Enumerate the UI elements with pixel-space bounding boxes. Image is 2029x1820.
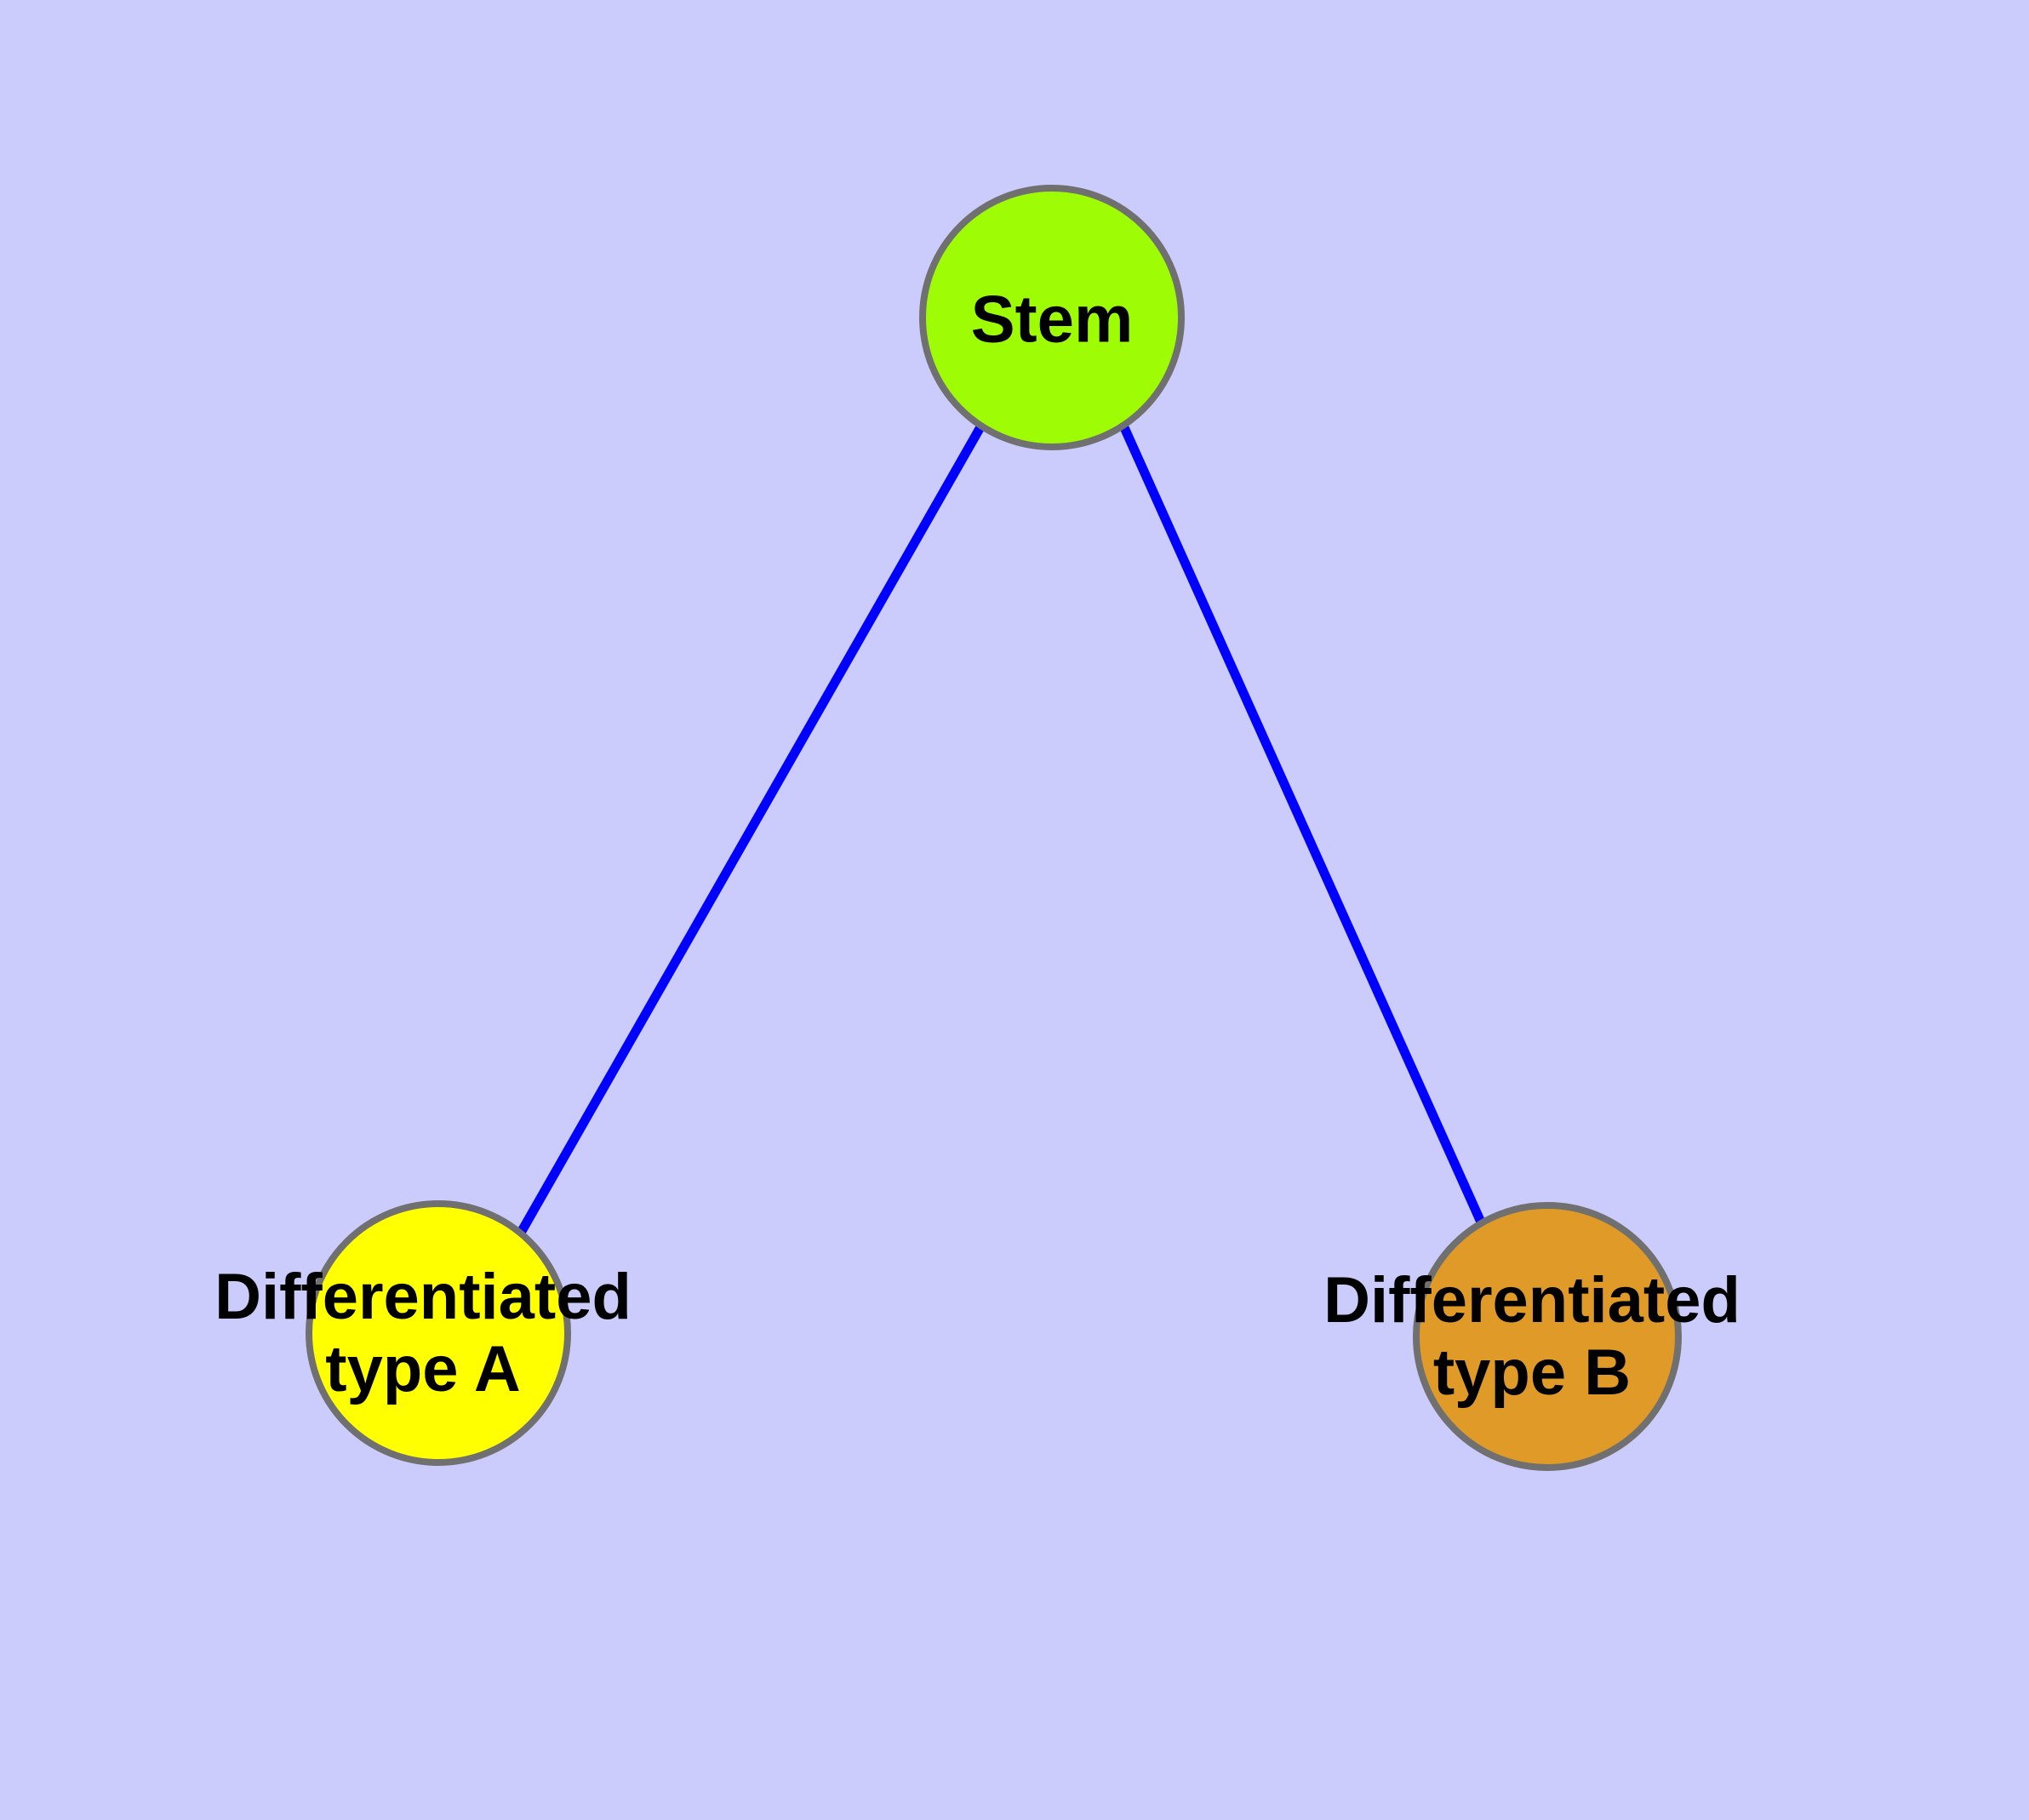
edges-layer	[517, 423, 1488, 1235]
edge-stem-diff-a	[517, 423, 986, 1235]
node-circle-diff-a[interactable]	[306, 1200, 571, 1466]
edge-stem-diff-b	[1118, 423, 1488, 1228]
nodes-layer	[306, 185, 1682, 1471]
node-circle-stem[interactable]	[919, 185, 1185, 450]
node-circle-diff-b[interactable]	[1413, 1202, 1682, 1471]
